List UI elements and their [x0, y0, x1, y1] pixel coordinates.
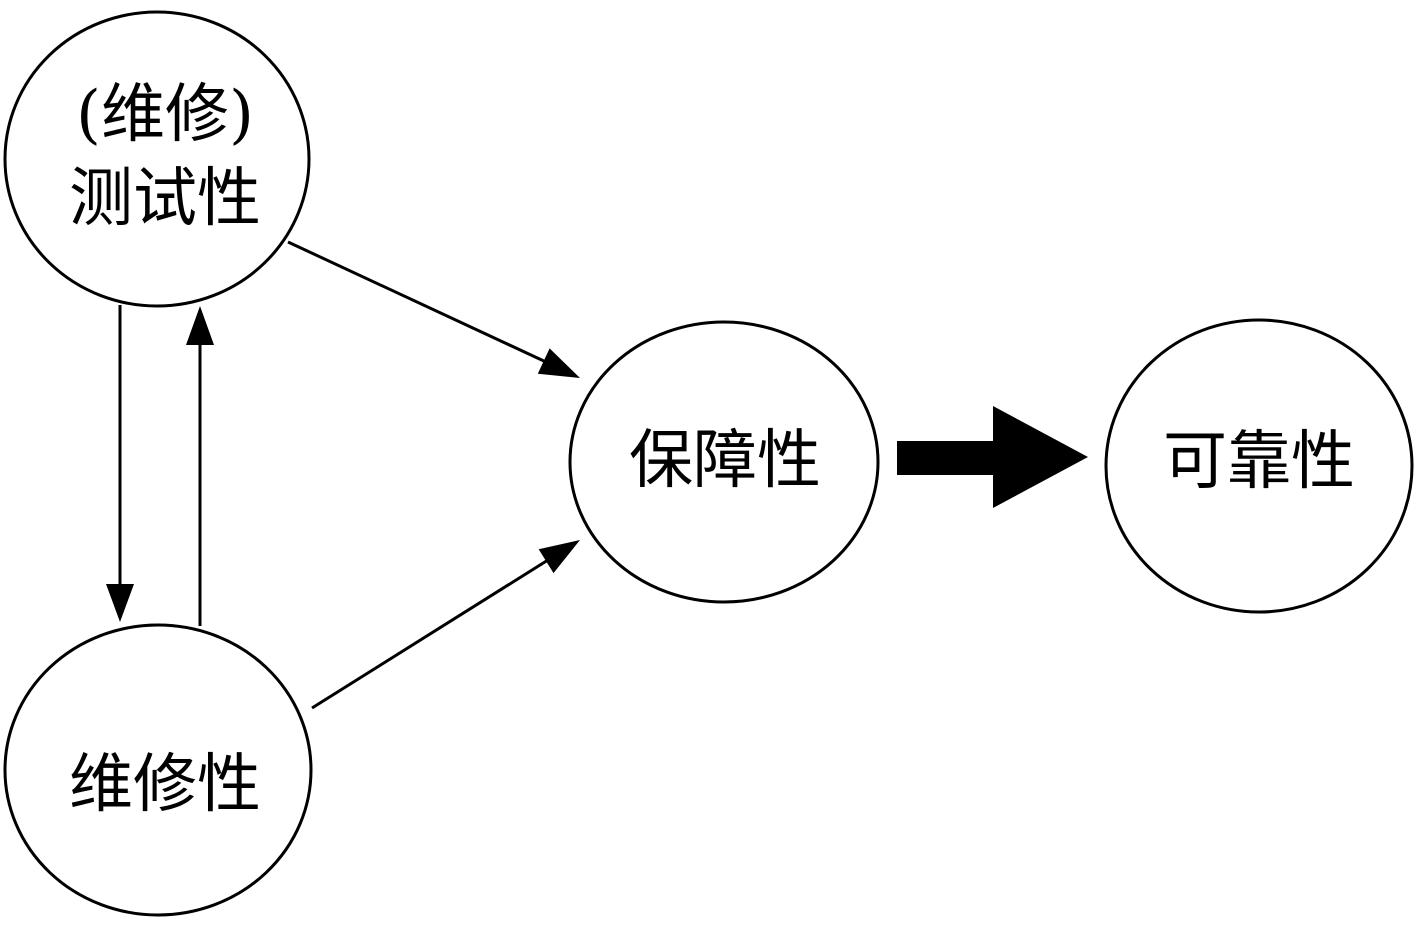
- arrow-testability-to-maintainability: [106, 305, 134, 622]
- node-testability-label-line2: 测试性: [69, 162, 261, 236]
- arrow-maintainability-to-supportability: [311, 540, 580, 710]
- node-maintainability: 维修性: [3, 623, 313, 917]
- arrow-testability-to-supportability-head: [537, 348, 580, 378]
- node-maintainability-label: 维修性: [69, 748, 261, 822]
- arrow-maintainability-to-supportability-shaft: [311, 558, 549, 710]
- node-testability-label-line1: (维修): [76, 78, 254, 152]
- node-supportability-label: 保障性: [629, 424, 821, 498]
- node-reliability-circle: [1104, 318, 1414, 614]
- arrow-supportability-to-reliability: [897, 406, 1088, 508]
- arrow-testability-to-supportability-shaft: [287, 240, 547, 364]
- node-reliability-label: 可靠性: [1163, 425, 1355, 499]
- arrow-testability-to-maintainability-head: [106, 584, 134, 622]
- node-supportability: 保障性: [568, 320, 880, 604]
- node-testability: (维修) 测试性: [3, 10, 311, 308]
- arrow-maintainability-to-testability-head: [186, 306, 214, 345]
- node-testability-circle: [3, 10, 311, 308]
- arrow-maintainability-to-testability: [186, 306, 214, 626]
- arrow-testability-to-supportability: [287, 240, 580, 378]
- node-maintainability-circle: [3, 623, 313, 917]
- node-supportability-circle: [568, 320, 880, 604]
- arrow-supportability-to-reliability-shaft: [897, 441, 997, 475]
- arrow-maintainability-to-supportability-head: [538, 540, 580, 574]
- arrow-supportability-to-reliability-head: [993, 406, 1088, 508]
- node-reliability: 可靠性: [1104, 318, 1414, 614]
